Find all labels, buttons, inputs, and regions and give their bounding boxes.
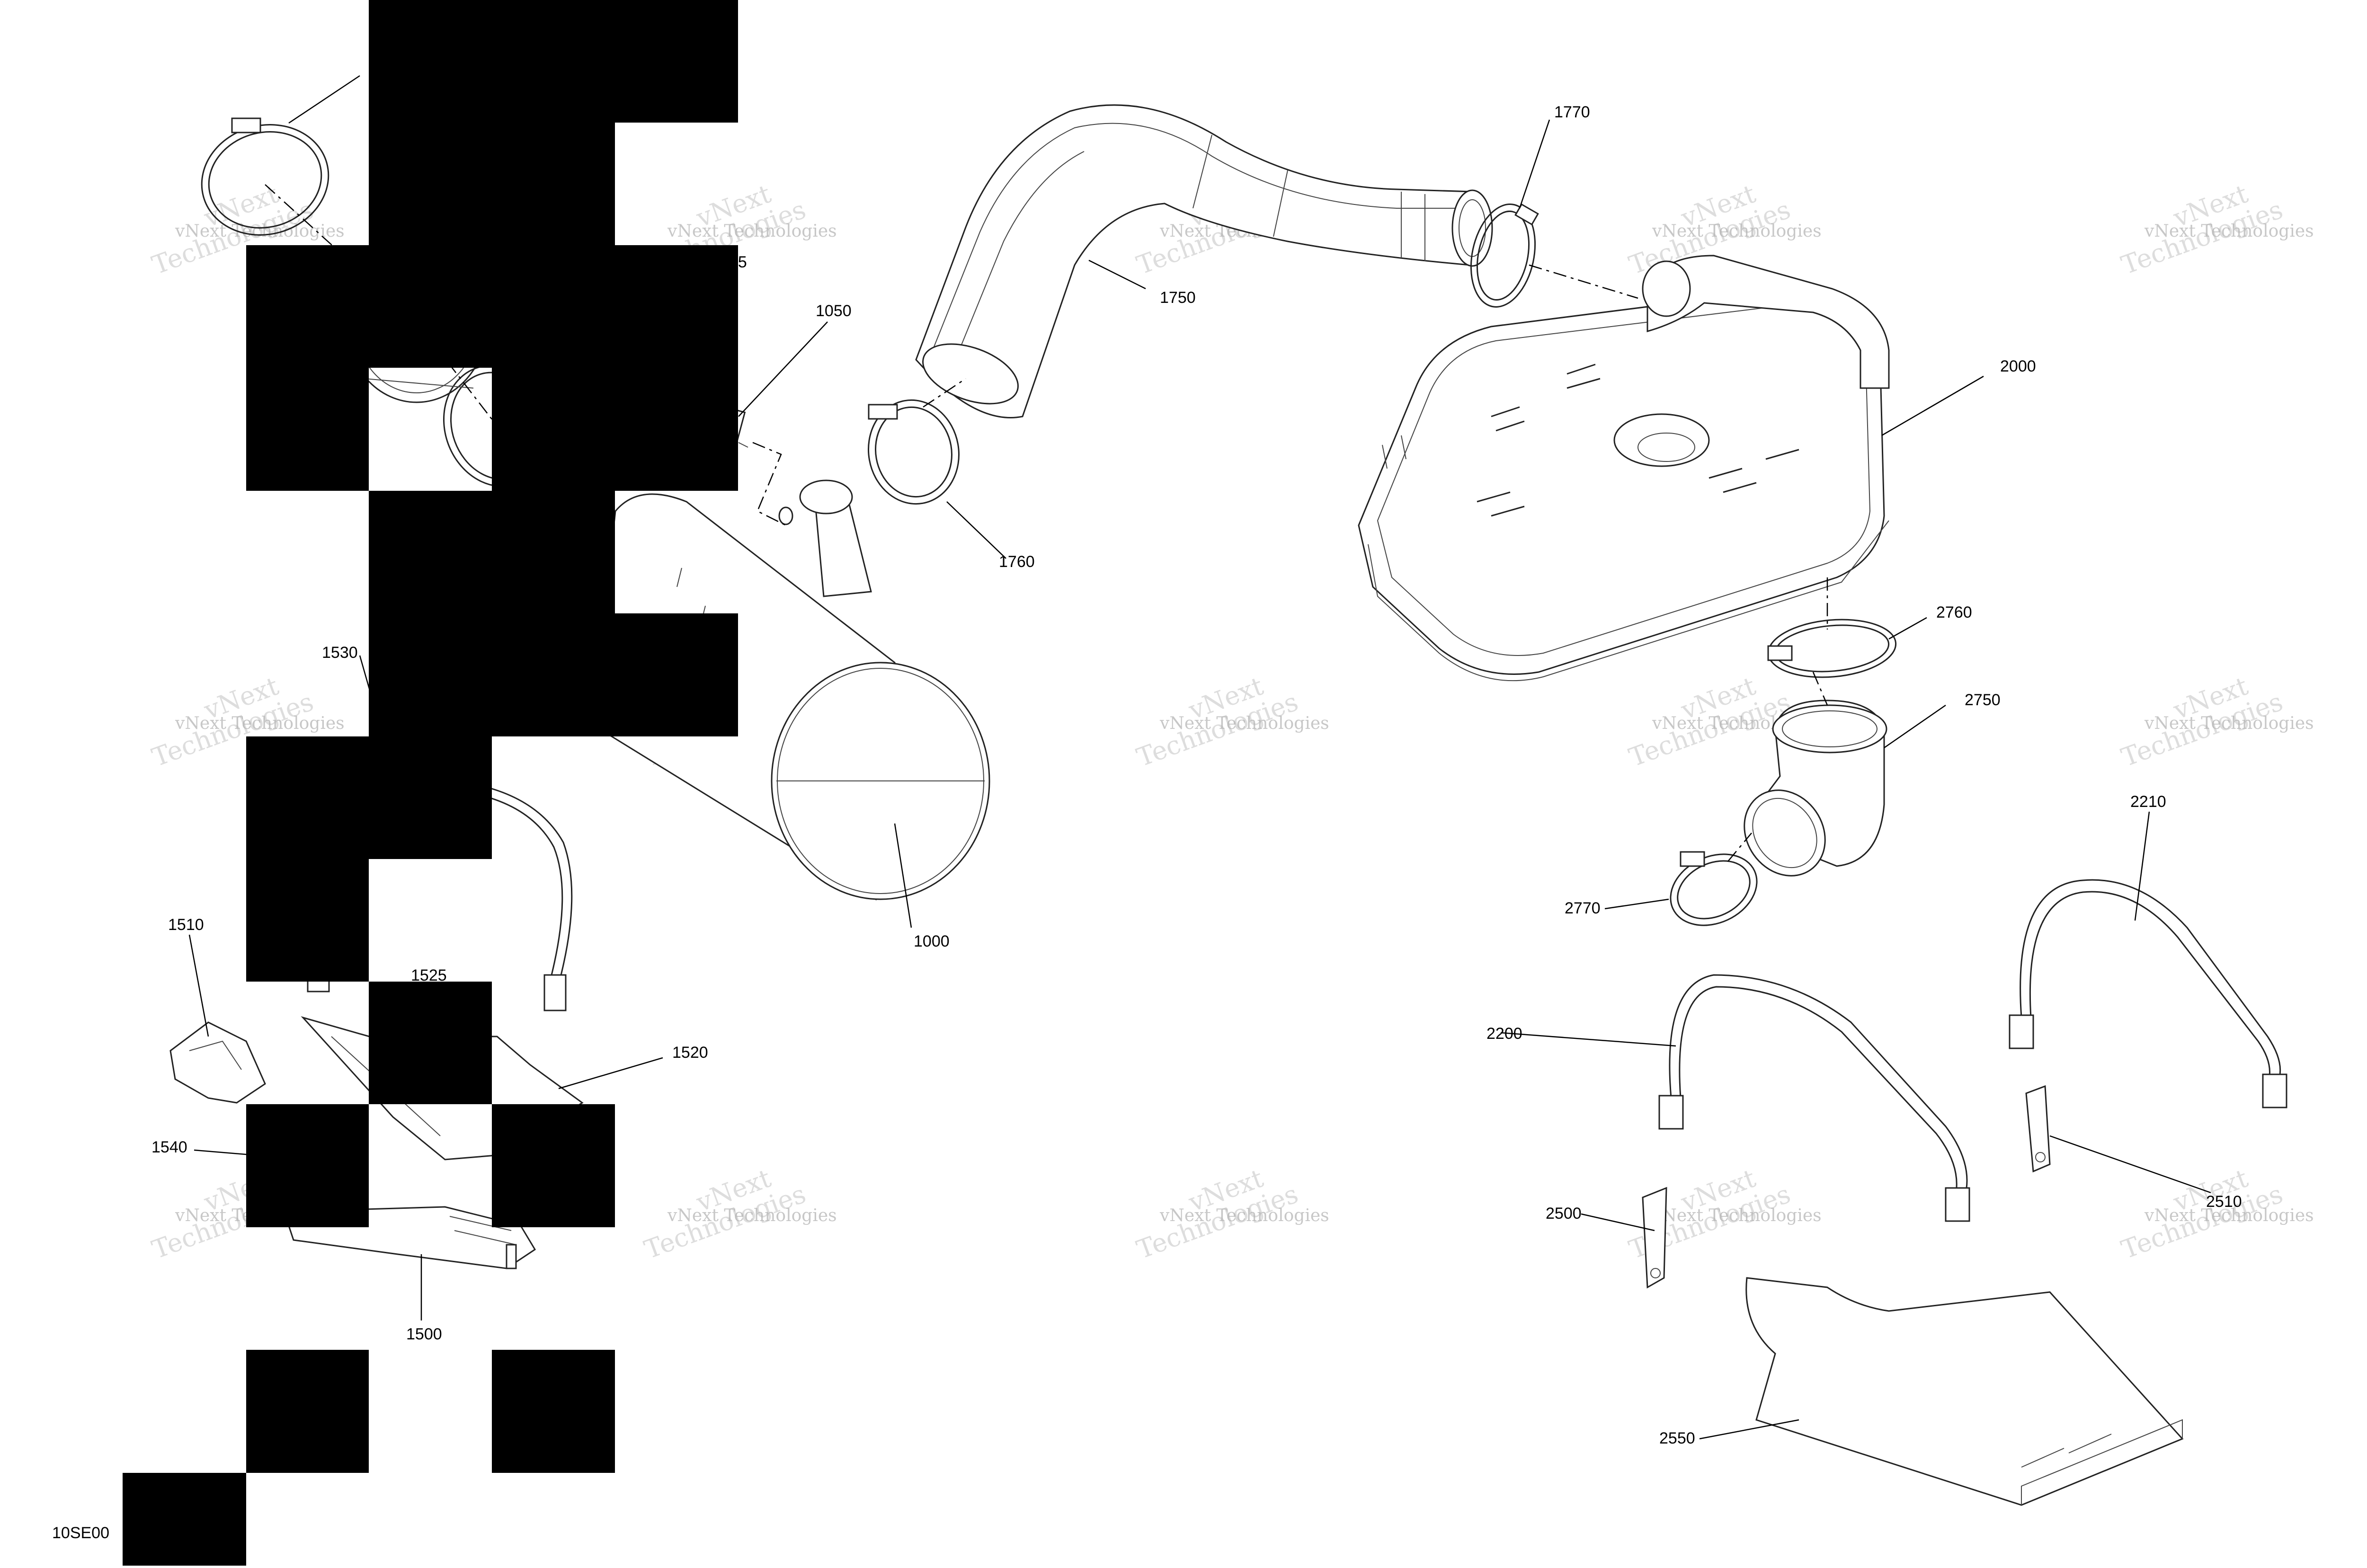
clamp-top-left bbox=[201, 117, 329, 236]
part-labels: 1770 1750 1760 1050 65 2000 2760 2750 27… bbox=[151, 103, 2242, 1447]
part-label-1530: 1530 bbox=[322, 644, 358, 662]
part-label-2550: 2550 bbox=[1659, 1429, 1695, 1447]
bracket-2510 bbox=[2025, 1085, 2051, 1173]
part-label-2200: 2200 bbox=[1486, 1025, 1522, 1043]
svg-text:vNext Technologies: vNext Technologies bbox=[1159, 714, 1329, 733]
svg-text:vNext Technologies: vNext Technologies bbox=[2144, 714, 2314, 733]
svg-text:vNext Technologies: vNext Technologies bbox=[1159, 1206, 1329, 1225]
part-label-2510: 2510 bbox=[2206, 1193, 2242, 1211]
part-label-1050: 1050 bbox=[816, 302, 852, 320]
watermark: vNext Technologies vNext Technologies bbox=[1133, 1163, 1329, 1265]
drawing-code: 10SE00 bbox=[52, 1524, 109, 1542]
part-label-1750: 1750 bbox=[1160, 289, 1196, 307]
svg-text:vNext Technologies: vNext Technologies bbox=[1652, 221, 1822, 241]
strap-2200 bbox=[1658, 974, 1970, 1222]
strap-2210 bbox=[2009, 879, 2287, 1108]
part-label-1540: 1540 bbox=[151, 1138, 187, 1156]
part-label-1770: 1770 bbox=[1554, 103, 1590, 121]
heat-shield-2550 bbox=[1745, 1277, 2184, 1506]
exhaust-pipe-1750 bbox=[915, 104, 1493, 418]
clamp-2760 bbox=[1767, 619, 1897, 678]
svg-text:vNext Technologies: vNext Technologies bbox=[2144, 221, 2314, 241]
watermark: vNext Technologies vNext Technologies bbox=[641, 179, 837, 281]
svg-text:vNext Technologies: vNext Technologies bbox=[667, 1206, 837, 1225]
leader-lines bbox=[188, 75, 2211, 1440]
muffler-1000 bbox=[591, 479, 990, 901]
elbow-hose-2750 bbox=[1744, 700, 1887, 877]
part-label-1510: 1510 bbox=[168, 916, 204, 934]
clamp-1760 bbox=[868, 399, 960, 505]
part-label-1520: 1520 bbox=[672, 1044, 708, 1062]
watermark: vNext Technologies vNext Technologies bbox=[1133, 671, 1329, 773]
bracket-2500 bbox=[1642, 1187, 1667, 1289]
part-label-2000: 2000 bbox=[2000, 357, 2036, 375]
part-label-1500: 1500 bbox=[406, 1325, 442, 1343]
svg-text:vNext Technologies: vNext Technologies bbox=[2144, 1206, 2314, 1225]
part-label-1000: 1000 bbox=[914, 932, 950, 950]
svg-text:vNext Technologies: vNext Technologies bbox=[667, 221, 837, 241]
clamp-1770 bbox=[1470, 203, 1539, 308]
redaction-blocks bbox=[123, 0, 738, 1566]
center-lines bbox=[265, 184, 1828, 862]
watermark: vNext Technologies vNext Technologies bbox=[2118, 1163, 2314, 1265]
watermark: vNext Technologies vNext Technologies bbox=[2118, 671, 2314, 773]
part-label-2760: 2760 bbox=[1936, 603, 1972, 621]
part-label-2500: 2500 bbox=[1546, 1205, 1582, 1223]
svg-text:vNext Technologies: vNext Technologies bbox=[1652, 1206, 1822, 1225]
part-label-2210: 2210 bbox=[2130, 793, 2166, 811]
part-label-2770: 2770 bbox=[1565, 899, 1601, 917]
part-label-1760: 1760 bbox=[999, 553, 1035, 571]
bracket-1510 bbox=[169, 1021, 266, 1104]
clamp-2770 bbox=[1670, 851, 1758, 926]
watermark: vNext Technologies vNext Technologies bbox=[641, 1163, 837, 1265]
watermark: vNext Technologies vNext Technologies bbox=[2118, 179, 2314, 281]
silencer-box-2000 bbox=[1358, 255, 1890, 682]
part-label-1525: 1525 bbox=[411, 966, 447, 984]
part-label-2750: 2750 bbox=[1965, 691, 2001, 709]
svg-text:vNext Technologies: vNext Technologies bbox=[175, 714, 345, 733]
